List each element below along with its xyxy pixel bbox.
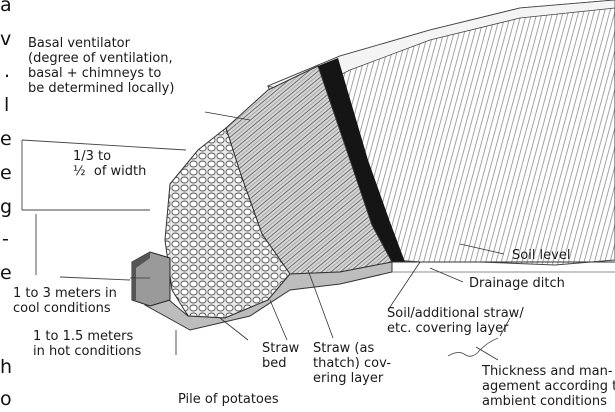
edge-char-7: g — [0, 196, 12, 218]
edge-char-10: h — [0, 356, 12, 378]
edge-char-1: a — [0, 0, 12, 16]
edge-char-2: v — [0, 28, 11, 50]
label-soil-level: Soil level — [512, 248, 570, 263]
edge-char-9: e — [0, 262, 12, 284]
edge-char-3: . — [4, 60, 10, 82]
label-cool-conditions: 1 to 3 meters in cool conditions — [13, 286, 117, 316]
edge-char-5: e — [0, 128, 12, 150]
label-basal-ventilator: Basal ventilator (degree of ventilation,… — [28, 36, 174, 96]
label-hot-conditions: 1 to 1.5 meters in hot conditions — [33, 329, 141, 359]
edge-char-6: e — [0, 162, 12, 184]
label-drainage-ditch: Drainage ditch — [469, 276, 565, 291]
label-covering-layer: Soil/additional straw/ etc. covering lay… — [387, 306, 524, 336]
thickness-squiggle — [448, 338, 498, 356]
label-straw-thatch: Straw (as thatch) cov- ering layer — [313, 341, 391, 386]
label-width-fraction: 1/3 to ½ of width — [73, 149, 146, 179]
edge-char-11: o — [0, 388, 12, 410]
label-thickness: Thickness and man- agement according to … — [482, 364, 615, 409]
label-straw-bed: Straw bed — [262, 341, 299, 371]
label-pile-of-potatoes: Pile of potatoes — [178, 392, 279, 407]
edge-char-4: l — [4, 94, 9, 116]
edge-char-8: - — [2, 228, 9, 250]
